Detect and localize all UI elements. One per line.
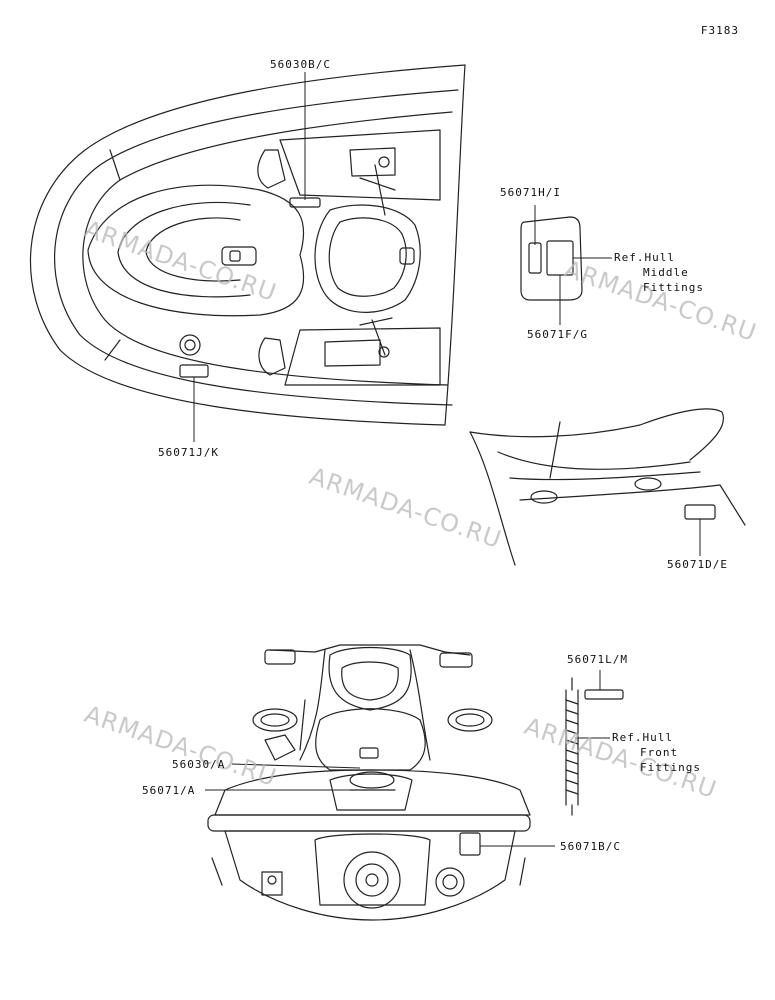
leader-lines — [193, 72, 701, 847]
callout-56071d-e: 56071D/E — [667, 558, 728, 571]
ref-middle-line2: Middle — [643, 266, 689, 279]
callout-56071f-g: 56071F/G — [527, 328, 588, 341]
callout-56071b-c: 56071B/C — [560, 840, 621, 853]
deck-top-view — [29, 64, 466, 426]
ref-front-line1: Ref.Hull — [612, 731, 673, 744]
rear-view — [207, 644, 531, 921]
stern-side-view — [469, 408, 746, 566]
callout-56071j-k: 56071J/K — [158, 446, 219, 459]
callout-56071l-m: 56071L/M — [567, 653, 628, 666]
front-fittings-labels — [565, 677, 624, 816]
ref-front-line3: Fittings — [640, 761, 701, 774]
figure-id: F3183 — [700, 24, 739, 37]
callout-56030b-c: 56030B/C — [270, 58, 331, 71]
ref-middle-line1: Ref.Hull — [614, 251, 675, 264]
ref-front-line2: Front — [640, 746, 679, 759]
ref-middle-line3: Fittings — [643, 281, 704, 294]
callout-56071h-i: 56071H/I — [500, 186, 561, 199]
callout-56030-a: 56030/A — [172, 758, 226, 771]
callout-56071-a: 56071/A — [142, 784, 196, 797]
